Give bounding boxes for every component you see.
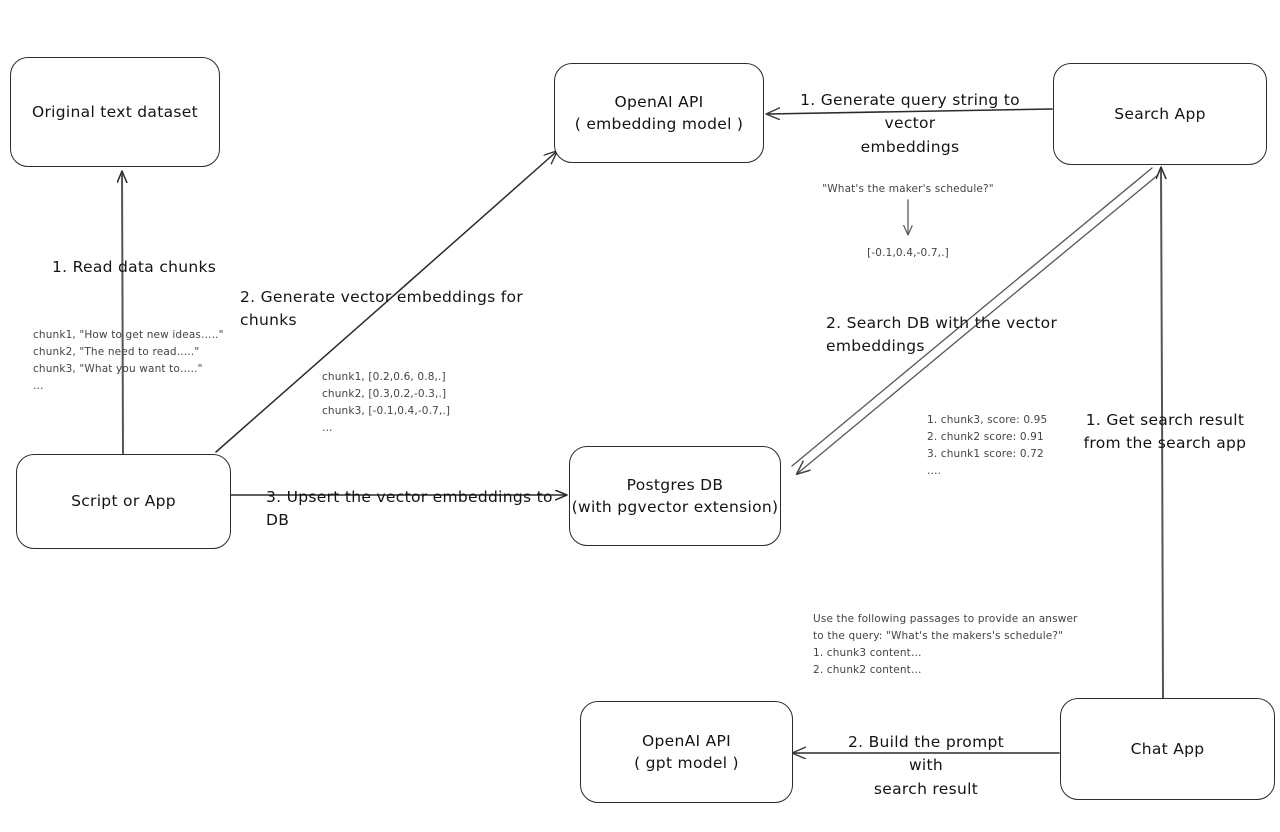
annotation-search-results: 1. chunk3, score: 0.95 2. chunk2 score: …	[927, 414, 1048, 477]
edge-label-get-search-result: 1. Get search result from the search app	[1083, 411, 1247, 453]
node-script-or-app[interactable]: Script or App	[16, 454, 231, 549]
node-label-line2: ( gpt model )	[634, 754, 739, 772]
node-chat-app[interactable]: Chat App	[1060, 698, 1275, 800]
node-label: Chat App	[1130, 739, 1205, 758]
node-label-line2: (with pgvector extension)	[571, 498, 779, 516]
node-original-text-dataset[interactable]: Original text dataset	[10, 57, 220, 167]
annotation-query-string: "What's the maker's schedule?"	[822, 183, 994, 195]
annotation-prompt-text: Use the following passages to provide an…	[813, 613, 1078, 676]
node-label: Search App	[1114, 104, 1206, 123]
edge-label-search-db: 2. Search DB with the vector embeddings	[826, 314, 1058, 356]
annotation-query-vector: [-0.1,0.4,-0.7,.]	[867, 247, 949, 259]
edge-label-generate-vector-embeddings: 2. Generate vector embeddings for chunks	[240, 288, 523, 330]
edge-label-read-data-chunks: 1. Read data chunks	[52, 258, 217, 276]
node-label-line1: OpenAI API	[614, 92, 704, 111]
node-label-line2: ( embedding model )	[574, 115, 744, 133]
edge-label-generate-query-string: 1. Generate query string to vector embed…	[800, 91, 1020, 156]
edge-label-upsert-to-db: 3. Upsert the vector embeddings to DB	[266, 488, 553, 530]
node-label: Script or App	[71, 492, 176, 511]
node-openai-embedding-model[interactable]: OpenAI API ( embedding model )	[554, 63, 764, 163]
annotation-embedded-chunks: chunk1, [0.2,0.6, 0.8,.] chunk2, [0.3,0.…	[322, 371, 451, 434]
node-label: Original text dataset	[32, 102, 198, 121]
node-postgres-db[interactable]: Postgres DB (with pgvector extension)	[569, 446, 781, 546]
node-label-line1: OpenAI API	[641, 731, 732, 750]
edge-label-build-prompt: 2. Build the prompt with search result	[848, 733, 1004, 798]
edge-script-to-dataset	[122, 172, 123, 457]
annotation-raw-chunks: chunk1, "How to get new ideas….." chunk2…	[33, 329, 224, 392]
node-label-line1: Postgres DB	[626, 475, 724, 494]
node-openai-gpt-model[interactable]: OpenAI API ( gpt model )	[580, 701, 793, 803]
node-search-app[interactable]: Search App	[1053, 63, 1267, 165]
